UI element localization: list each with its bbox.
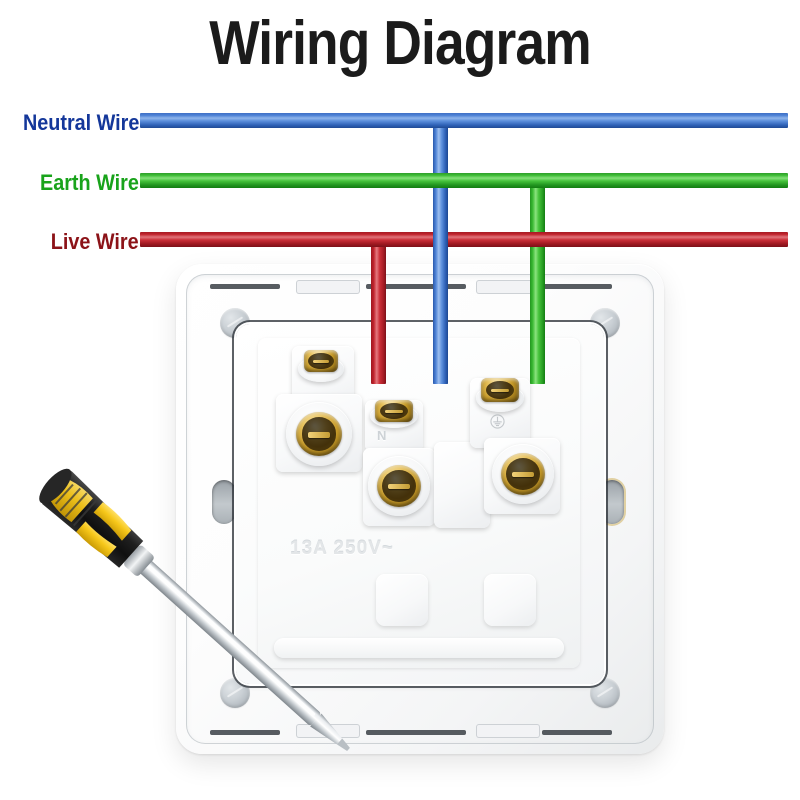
faceplate-seam xyxy=(542,284,612,289)
handle-grip-yellow xyxy=(76,521,117,558)
screwdriver-tip xyxy=(310,713,343,745)
screwdriver-collar xyxy=(124,545,154,576)
faceplate-seam xyxy=(366,730,466,735)
screwdriver-group xyxy=(39,468,350,752)
terminal-screw-neutral[interactable] xyxy=(377,465,421,507)
wire-label-live: Live Wire xyxy=(51,229,139,254)
screwdriver xyxy=(39,468,350,752)
terminal-screw-earth-top[interactable] xyxy=(481,378,519,402)
faceplate-clip xyxy=(476,724,540,738)
faceplate-seam xyxy=(210,730,280,735)
mechanism-rocker-bar xyxy=(274,638,564,658)
wire-label-neutral: Neutral Wire xyxy=(22,110,139,135)
handle-ribs xyxy=(54,483,98,527)
faceplate-clip xyxy=(476,280,540,294)
terminal-marking-neutral: N xyxy=(377,428,387,443)
terminal-screw-earth[interactable] xyxy=(501,453,545,495)
socket-mechanism: 13A 250V~ N xyxy=(236,324,604,684)
mechanism-bridge-block xyxy=(434,442,490,528)
faceplate-seam xyxy=(366,284,466,289)
faceplate-seam xyxy=(210,284,280,289)
wire-trunk-live xyxy=(140,232,788,247)
handle-end-cap xyxy=(39,468,72,504)
terminal-screw-neutral-top[interactable] xyxy=(375,400,413,422)
shaft-highlight xyxy=(147,564,316,716)
faceplate-clip xyxy=(296,280,360,294)
mechanism-front-plate: 13A 250V~ N xyxy=(258,338,580,668)
wire-label-earth: Earth Wire xyxy=(40,170,139,195)
mechanism-boss xyxy=(376,574,428,626)
mounting-slot-right xyxy=(600,480,624,524)
wire-branch-neutral-lower xyxy=(433,188,448,384)
terminal-screw-live-top[interactable] xyxy=(304,350,338,372)
screwdriver-tip-blade xyxy=(336,738,350,752)
terminal-screw-live[interactable] xyxy=(296,412,342,456)
wire-trunk-earth xyxy=(140,173,788,188)
page-title: Wiring Diagram xyxy=(209,9,591,78)
rating-text: 13A 250V~ xyxy=(290,538,394,559)
mounting-slot-left xyxy=(212,480,236,524)
faceplate-seam xyxy=(542,730,612,735)
wire-branch-earth-lower xyxy=(530,247,545,384)
wire-branch-live xyxy=(371,239,386,384)
handle-grip-yellow xyxy=(93,502,132,541)
mechanism-boss xyxy=(484,574,536,626)
earth-symbol-icon xyxy=(490,414,505,429)
screwdriver-shaft xyxy=(138,559,321,726)
wire-trunk-neutral xyxy=(140,113,788,128)
